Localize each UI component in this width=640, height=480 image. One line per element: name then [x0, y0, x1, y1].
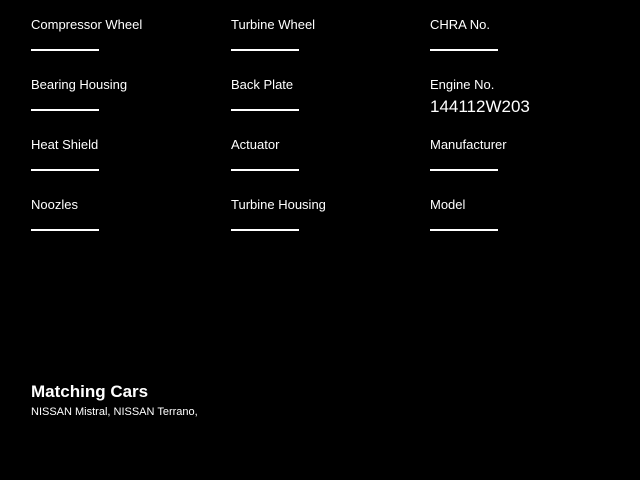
field-actuator: Actuator	[231, 138, 411, 198]
field-turbine-wheel: Turbine Wheel	[231, 18, 411, 78]
field-noozles: Noozles	[31, 198, 211, 258]
actuator-underline	[231, 169, 299, 171]
parts-column-1: Compressor Wheel Bearing Housing Heat Sh…	[31, 18, 211, 258]
parts-column-2: Turbine Wheel Back Plate Actuator Turbin…	[231, 18, 411, 258]
field-chra-no: CHRA No.	[430, 18, 610, 78]
matching-cars-section: Matching Cars NISSAN Mistral, NISSAN Ter…	[31, 382, 198, 419]
turbine-housing-label: Turbine Housing	[231, 197, 326, 212]
field-heat-shield: Heat Shield	[31, 138, 211, 198]
bearing-housing-label: Bearing Housing	[31, 77, 128, 92]
heat-shield-underline	[31, 169, 99, 171]
field-back-plate: Back Plate	[231, 78, 411, 138]
turbine-wheel-label: Turbine Wheel	[231, 17, 316, 32]
turbine-wheel-underline	[231, 49, 299, 51]
engine-no-value: 144112W203	[430, 97, 530, 116]
noozles-underline	[31, 229, 99, 231]
info-column: CHRA No. Engine No. 144112W203 Manufactu…	[430, 18, 610, 258]
chra-no-label: CHRA No.	[430, 17, 490, 32]
field-bearing-housing: Bearing Housing	[31, 78, 211, 138]
manufacturer-label: Manufacturer	[430, 137, 507, 152]
model-underline	[430, 229, 498, 231]
actuator-label: Actuator	[231, 137, 280, 152]
chra-no-underline	[430, 49, 498, 51]
noozles-label: Noozles	[31, 197, 78, 212]
engine-no-label: Engine No.	[430, 77, 495, 92]
field-model: Model	[430, 198, 610, 258]
compressor-wheel-label: Compressor Wheel	[31, 17, 143, 32]
turbine-housing-underline	[231, 229, 299, 231]
manufacturer-underline	[430, 169, 498, 171]
field-engine-no: Engine No. 144112W203	[430, 78, 610, 138]
field-manufacturer: Manufacturer	[430, 138, 610, 198]
matching-cars-list: NISSAN Mistral, NISSAN Terrano,	[31, 406, 198, 418]
back-plate-label: Back Plate	[231, 77, 294, 92]
field-turbine-housing: Turbine Housing	[231, 198, 411, 258]
back-plate-underline	[231, 109, 299, 111]
model-label: Model	[430, 197, 466, 212]
matching-cars-title: Matching Cars	[31, 382, 149, 401]
field-compressor-wheel: Compressor Wheel	[31, 18, 211, 78]
heat-shield-label: Heat Shield	[31, 137, 99, 152]
bearing-housing-underline	[31, 109, 99, 111]
compressor-wheel-underline	[31, 49, 99, 51]
